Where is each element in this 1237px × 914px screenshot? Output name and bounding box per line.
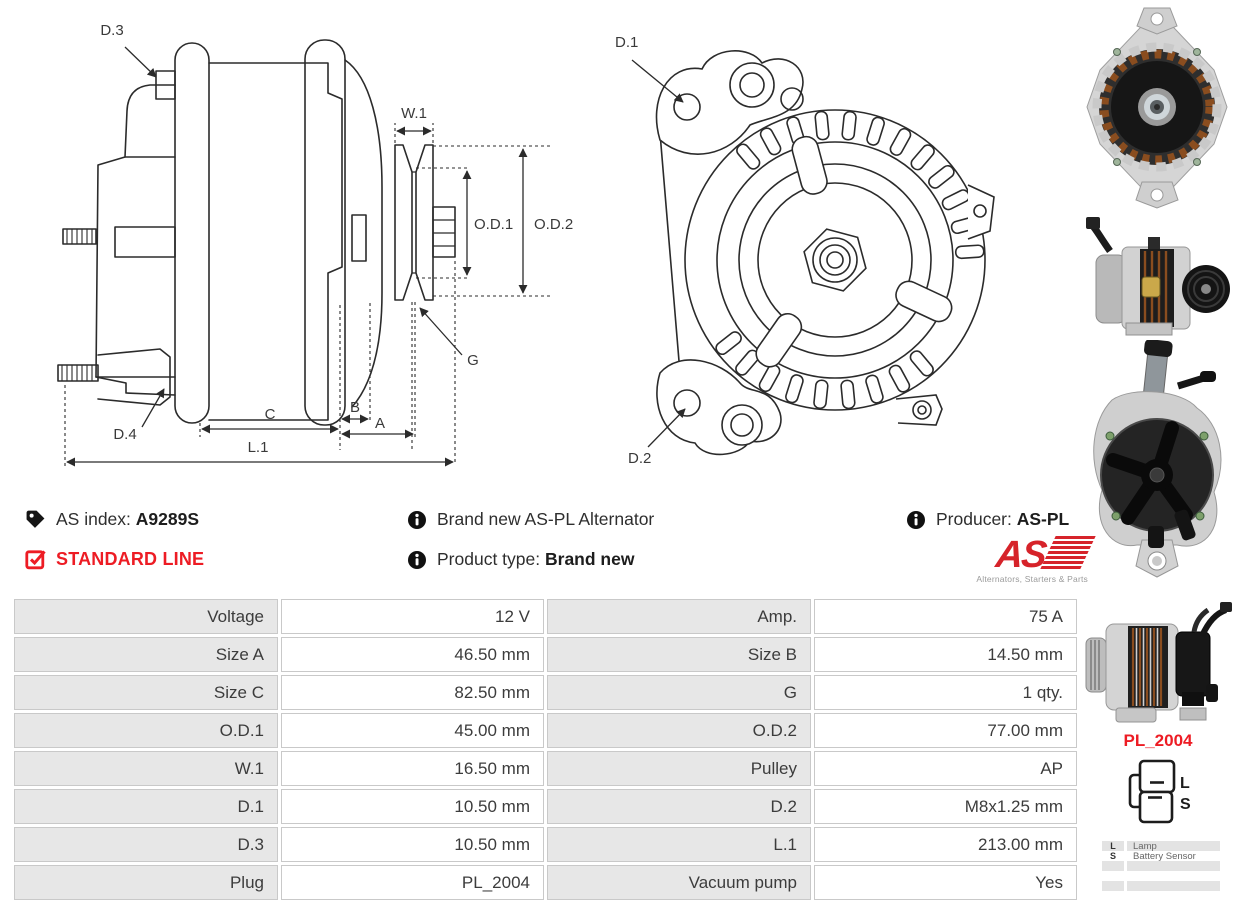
- legend-pin: S: [1109, 851, 1116, 861]
- spec-value-cell: 12 V: [281, 599, 544, 634]
- spec-label-cell: Vacuum pump: [547, 865, 811, 900]
- plug-pin-label-s: S: [1180, 796, 1191, 813]
- legend-row-empty: [1102, 871, 1220, 881]
- spec-label-cell: O.D.1: [14, 713, 278, 748]
- legend-row-empty: [1102, 881, 1220, 891]
- spec-value-cell: 16.50 mm: [281, 751, 544, 786]
- dim-label-d4: D.4: [113, 426, 136, 443]
- spec-table: Voltage 12 V Amp. 75 A Size A 46.50 mm S…: [14, 599, 1077, 900]
- spec-value-cell: M8x1.25 mm: [814, 789, 1077, 824]
- legend-desc: Lamp: [1127, 841, 1220, 852]
- dim-label-od2: O.D.2: [534, 216, 573, 233]
- spec-value-cell: 10.50 mm: [281, 827, 544, 862]
- dim-label-b: B: [350, 399, 360, 416]
- standard-line-row: STANDARD LINE: [25, 549, 204, 570]
- dim-label-w1: W.1: [401, 105, 427, 122]
- dim-label-d1: D.1: [615, 34, 638, 51]
- brand-new-row: Brand new AS-PL Alternator: [407, 509, 654, 530]
- as-pl-logo-text: AS: [994, 533, 1048, 576]
- plug-pin-legend: L Lamp S Battery Sensor: [1102, 841, 1220, 891]
- technical-drawing-side-view: D.3 W.1 O.D.1 O.D.2 G D.4 C B A L.1: [57, 22, 573, 467]
- as-pl-logo-tagline: Alternators, Starters & Parts: [976, 574, 1088, 584]
- spec-label-cell: D.1: [14, 789, 278, 824]
- checked-checkbox-icon: [25, 550, 46, 570]
- producer-label: Producer:: [936, 509, 1012, 529]
- plug-connector-drawing: L S: [1128, 759, 1191, 824]
- legend-row: S Battery Sensor: [1102, 850, 1220, 862]
- spec-label-cell: W.1: [14, 751, 278, 786]
- product-photo-rear-vacuum-pump: [1093, 340, 1222, 578]
- product-photo-side-right: [1085, 602, 1232, 723]
- dim-label-d3: D.3: [100, 22, 123, 39]
- spec-label-cell: Size C: [14, 675, 278, 710]
- as-pl-logo-stripes: [1040, 536, 1096, 569]
- spec-value-cell: Yes: [814, 865, 1077, 900]
- standard-line-label: STANDARD LINE: [56, 549, 205, 569]
- brand-new-text: Brand new AS-PL Alternator: [437, 509, 655, 529]
- dim-label-c: C: [265, 406, 276, 423]
- product-photo-side-left: [1086, 217, 1230, 336]
- spec-label-cell: L.1: [547, 827, 811, 862]
- plug-code: PL_2004: [1123, 731, 1193, 750]
- dim-label-g: G: [467, 352, 479, 369]
- dim-label-l1: L.1: [248, 439, 269, 456]
- dim-label-d2: D.2: [628, 450, 651, 467]
- spec-value-cell: 45.00 mm: [281, 713, 544, 748]
- spec-value-cell: 14.50 mm: [814, 637, 1077, 672]
- as-index-row: AS index: A9289S: [25, 509, 199, 530]
- legend-row: L Lamp: [1102, 841, 1220, 852]
- spec-label-cell: Voltage: [14, 599, 278, 634]
- product-type-row: Product type: Brand new: [407, 549, 634, 570]
- spec-label-cell: O.D.2: [547, 713, 811, 748]
- spec-value-cell: 1 qty.: [814, 675, 1077, 710]
- spec-label-cell: Pulley: [547, 751, 811, 786]
- producer-value: AS-PL: [1016, 509, 1070, 529]
- spec-label-cell: Size A: [14, 637, 278, 672]
- spec-label-cell: Size B: [547, 637, 811, 672]
- spec-label-cell: Amp.: [547, 599, 811, 634]
- spec-value-cell: 10.50 mm: [281, 789, 544, 824]
- producer-row: Producer: AS-PL: [906, 509, 1069, 530]
- plug-pin-label-l: L: [1180, 775, 1190, 792]
- spec-value-cell: 213.00 mm: [814, 827, 1077, 862]
- product-type-value: Brand new: [545, 549, 635, 569]
- as-index-label: AS index:: [56, 509, 131, 529]
- as-pl-logo: AS Alternators, Starters & Parts: [958, 533, 1096, 584]
- product-photo-front: [1086, 7, 1228, 209]
- spec-value-cell: 82.50 mm: [281, 675, 544, 710]
- legend-pin: L: [1102, 841, 1124, 851]
- spec-label-cell: D.3: [14, 827, 278, 862]
- spec-value-cell: 75 A: [814, 599, 1077, 634]
- dim-label-a: A: [375, 415, 385, 432]
- vent-slots: [715, 110, 985, 410]
- spec-label-cell: D.2: [547, 789, 811, 824]
- spec-value-cell: 46.50 mm: [281, 637, 544, 672]
- info-icon: [408, 510, 426, 529]
- legend-row-empty: [1102, 861, 1220, 871]
- dim-label-od1: O.D.1: [474, 216, 513, 233]
- as-index-value: A9289S: [135, 509, 200, 529]
- legend-desc: Battery Sensor: [1133, 850, 1196, 862]
- spec-value-cell: AP: [814, 751, 1077, 786]
- technical-drawing-front-view: D.1 D.2: [615, 34, 995, 467]
- spec-value-cell: 77.00 mm: [814, 713, 1077, 748]
- product-type-label: Product type:: [437, 549, 541, 569]
- tag-icon: [26, 510, 45, 528]
- info-icon: [907, 510, 925, 529]
- spec-value-cell: PL_2004: [281, 865, 544, 900]
- info-icon: [408, 550, 426, 569]
- spec-label-cell: Plug: [14, 865, 278, 900]
- spec-label-cell: G: [547, 675, 811, 710]
